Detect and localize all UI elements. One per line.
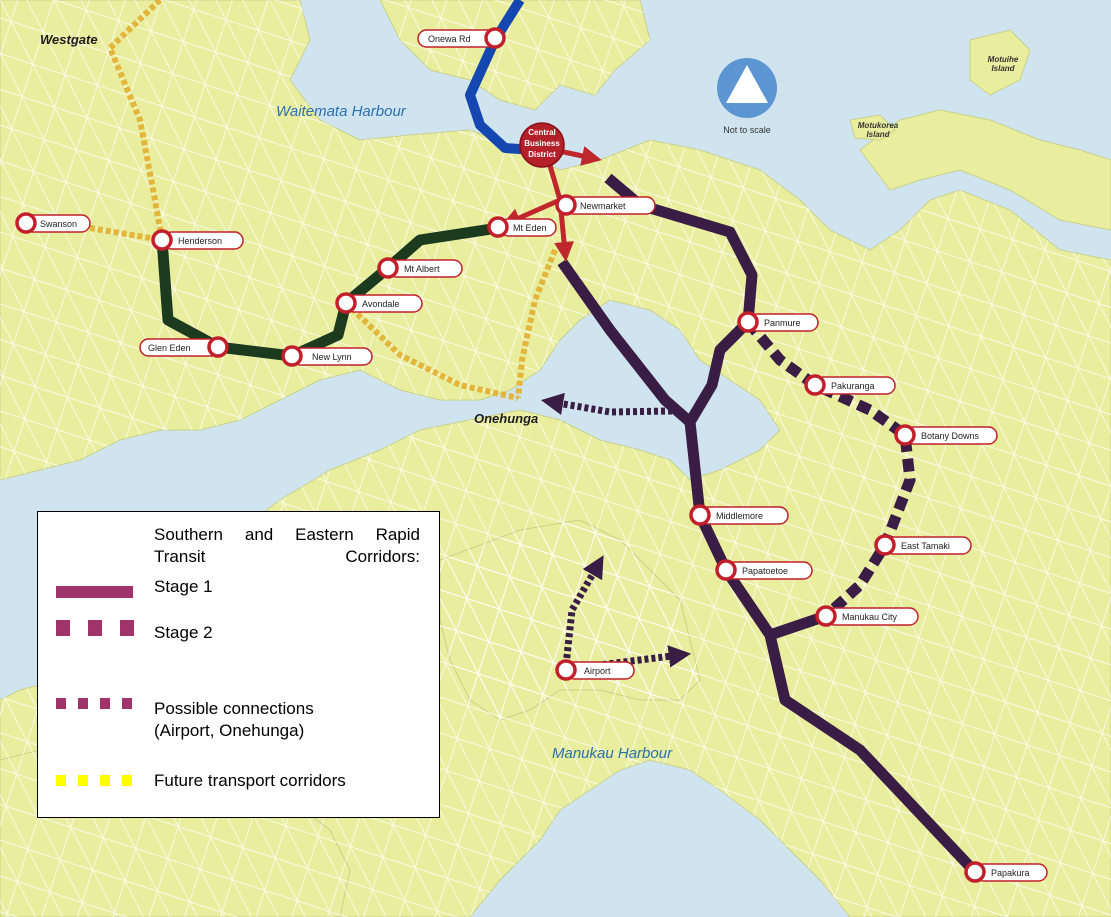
station-label-henderson: Henderson (178, 236, 222, 246)
station-label-middlemore: Middlemore (716, 511, 763, 521)
cbd-marker: Central Business District (519, 122, 565, 168)
connection-onehunga (540, 392, 673, 416)
station-label-manukau-city: Manukau City (842, 612, 898, 622)
station-label-glen-eden: Glen Eden (148, 343, 191, 353)
station-manukau-city[interactable]: Manukau City (815, 605, 919, 627)
legend-swatch-stage-1 (56, 586, 133, 598)
land-motukorea (849, 114, 896, 141)
waitemata-harbour-label: Waitemata Harbour (276, 103, 407, 120)
station-mt-albert[interactable]: Mt Albert (377, 257, 463, 279)
station-botany-downs[interactable]: Botany Downs (894, 424, 998, 446)
station-onewa-rd[interactable]: Onewa Rd (417, 27, 506, 49)
motukorea-label-2: Island (866, 130, 890, 139)
legend-label-stage-2: Stage 2 (154, 623, 213, 642)
legend-label-future-corridors: Future transport corridors (154, 771, 346, 790)
legend-swatch-future-corridors (56, 775, 134, 786)
station-label-pakuranga: Pakuranga (831, 381, 875, 391)
land-eastern-headland (859, 109, 1111, 231)
station-swanson[interactable]: Swanson (15, 212, 91, 234)
future-corridor-avondale-onehunga (343, 300, 519, 401)
motuihe-label-2: Island (991, 64, 1015, 73)
legend-label-stage-1: Stage 1 (154, 577, 213, 596)
legend-title: Southern and Eastern Rapid Transit Corri… (154, 525, 420, 566)
station-pakuranga[interactable]: Pakuranga (804, 374, 896, 396)
station-papatoetoe[interactable]: Papatoetoe (715, 559, 813, 581)
future-corridor-swanson-henderson (89, 225, 163, 243)
motuihe-label-1: Motuihe (988, 55, 1019, 64)
onehunga-label: Onehunga (474, 411, 538, 426)
legend-label-possible-connections: Possible connections (154, 699, 314, 718)
westgate-label: Westgate (40, 32, 98, 47)
western-line (156, 222, 499, 362)
cbd-label-line1: Central (528, 128, 556, 137)
station-label-avondale: Avondale (362, 299, 399, 309)
station-label-botany-downs: Botany Downs (921, 431, 980, 441)
station-airport[interactable]: Airport (555, 659, 635, 681)
station-label-newmarket: Newmarket (580, 201, 626, 211)
station-mt-eden[interactable]: Mt Eden (487, 216, 557, 238)
station-label-swanson: Swanson (40, 219, 77, 229)
station-east-tamaki[interactable]: East Tamaki (874, 534, 972, 556)
station-label-airport: Airport (584, 666, 611, 676)
station-label-panmure: Panmure (764, 318, 801, 328)
map-legend: Southern and Eastern Rapid Transit Corri… (37, 511, 440, 818)
manukau-harbour-label: Manukau Harbour (552, 745, 673, 762)
stations: Onewa Rd Newmarket Mt Eden Swanson Hende… (15, 27, 1048, 883)
future-corridor-westgate-henderson (106, 0, 165, 241)
station-glen-eden[interactable]: Glen Eden (139, 336, 229, 358)
station-label-mt-eden: Mt Eden (513, 223, 547, 233)
land-motuihe (969, 29, 1031, 96)
north-arrow-icon (717, 58, 777, 118)
future-corridor-mt-eden-onehunga (515, 248, 558, 399)
motukorea-label-1: Motukorea (858, 121, 899, 130)
station-henderson[interactable]: Henderson (151, 229, 244, 251)
future-corridors (89, 0, 558, 401)
station-newmarket[interactable]: Newmarket (555, 194, 656, 216)
legend-swatch-stage-2 (56, 620, 134, 636)
station-new-lynn[interactable]: New Lynn (281, 345, 373, 367)
station-middlemore[interactable]: Middlemore (689, 504, 789, 526)
station-label-new-lynn: New Lynn (312, 352, 352, 362)
not-to-scale-label: Not to scale (723, 125, 771, 135)
station-avondale[interactable]: Avondale (335, 292, 423, 314)
legend-label-possible-connections-sub: (Airport, Onehunga) (154, 721, 305, 740)
station-label-papatoetoe: Papatoetoe (742, 566, 788, 576)
station-label-mt-albert: Mt Albert (404, 264, 440, 274)
station-label-papakura: Papakura (991, 868, 1030, 878)
station-panmure[interactable]: Panmure (737, 311, 819, 333)
station-papakura[interactable]: Papakura (964, 861, 1048, 883)
stage-2-corridor (743, 318, 916, 621)
station-label-onewa-rd: Onewa Rd (428, 34, 471, 44)
cbd-label-line3: District (528, 150, 556, 159)
station-label-east-tamaki: East Tamaki (901, 541, 950, 551)
legend-swatch-possible-connections (56, 698, 134, 709)
cbd-label-line2: Business (524, 139, 560, 148)
